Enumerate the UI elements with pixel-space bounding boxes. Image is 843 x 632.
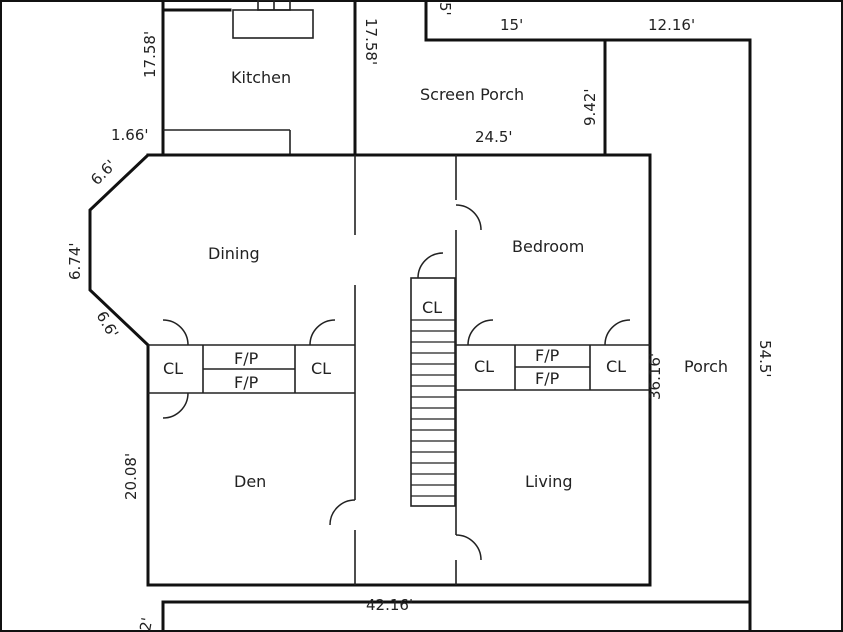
door-arc-living [455,534,482,561]
door-arc-left-cl1-top [162,319,189,346]
fireplace-label-right-top: F/P [535,346,560,365]
room-label-kitchen: Kitchen [231,68,291,87]
door-arc-bedroom [455,204,482,231]
room-label-dining: Dining [208,244,260,263]
door-arc-stair-cl [417,252,444,279]
room-label-den: Den [234,472,266,491]
room-label-living: Living [525,472,573,491]
closet-label-left-1: CL [163,359,183,378]
room-label-screen-porch: Screen Porch [420,85,524,104]
dim-bay-bottom: 6.6' [93,308,123,341]
dim-porch-height: 54.5' [756,340,774,378]
fireplace-label-right-bottom: F/P [535,369,560,388]
door-arc-right-cl1 [467,319,494,346]
closet-label-left-2: CL [311,359,331,378]
porch-outer-wall [424,0,752,632]
dim-right-height: 36.16' [646,353,664,400]
room-label-porch: Porch [684,357,728,376]
dim-bay-top: 6.6' [87,156,120,189]
room-label-bedroom: Bedroom [512,237,584,256]
dim-den-height: 20.08' [122,453,140,500]
dim-top-left-partial: 5' [436,2,454,16]
dim-screen-porch-height: 9.42' [581,88,599,126]
dim-bottom-width: 42.16' [366,596,413,614]
closet-label-right-1: CL [474,357,494,376]
closet-label-stair: CL [422,298,442,317]
fireplace-label-left-bottom: F/P [234,373,259,392]
dim-screen-porch-width: 24.5' [475,128,513,146]
closet-label-right-2: CL [606,357,626,376]
stair-outline [410,277,456,507]
dim-kitchen-step: 1.66' [111,126,149,144]
dim-kitchen-height: 17.58' [141,31,159,78]
door-arc-right-cl2 [604,319,631,346]
kitchen-stove [232,9,314,39]
door-arc-den [329,499,356,526]
fireplace-label-left-top: F/P [234,349,259,368]
dim-top-15: 15' [500,16,523,34]
dim-kitchen-right-height: 17.58' [362,18,380,65]
door-arc-left-cl2 [309,319,336,346]
stair-treads [411,319,455,497]
door-arc-left-cl1-bottom [162,392,189,419]
dim-bay-side: 6.74' [66,242,84,280]
dim-top-12-16: 12.16' [648,16,695,34]
dim-bottom-left-partial: 2' [136,616,156,632]
